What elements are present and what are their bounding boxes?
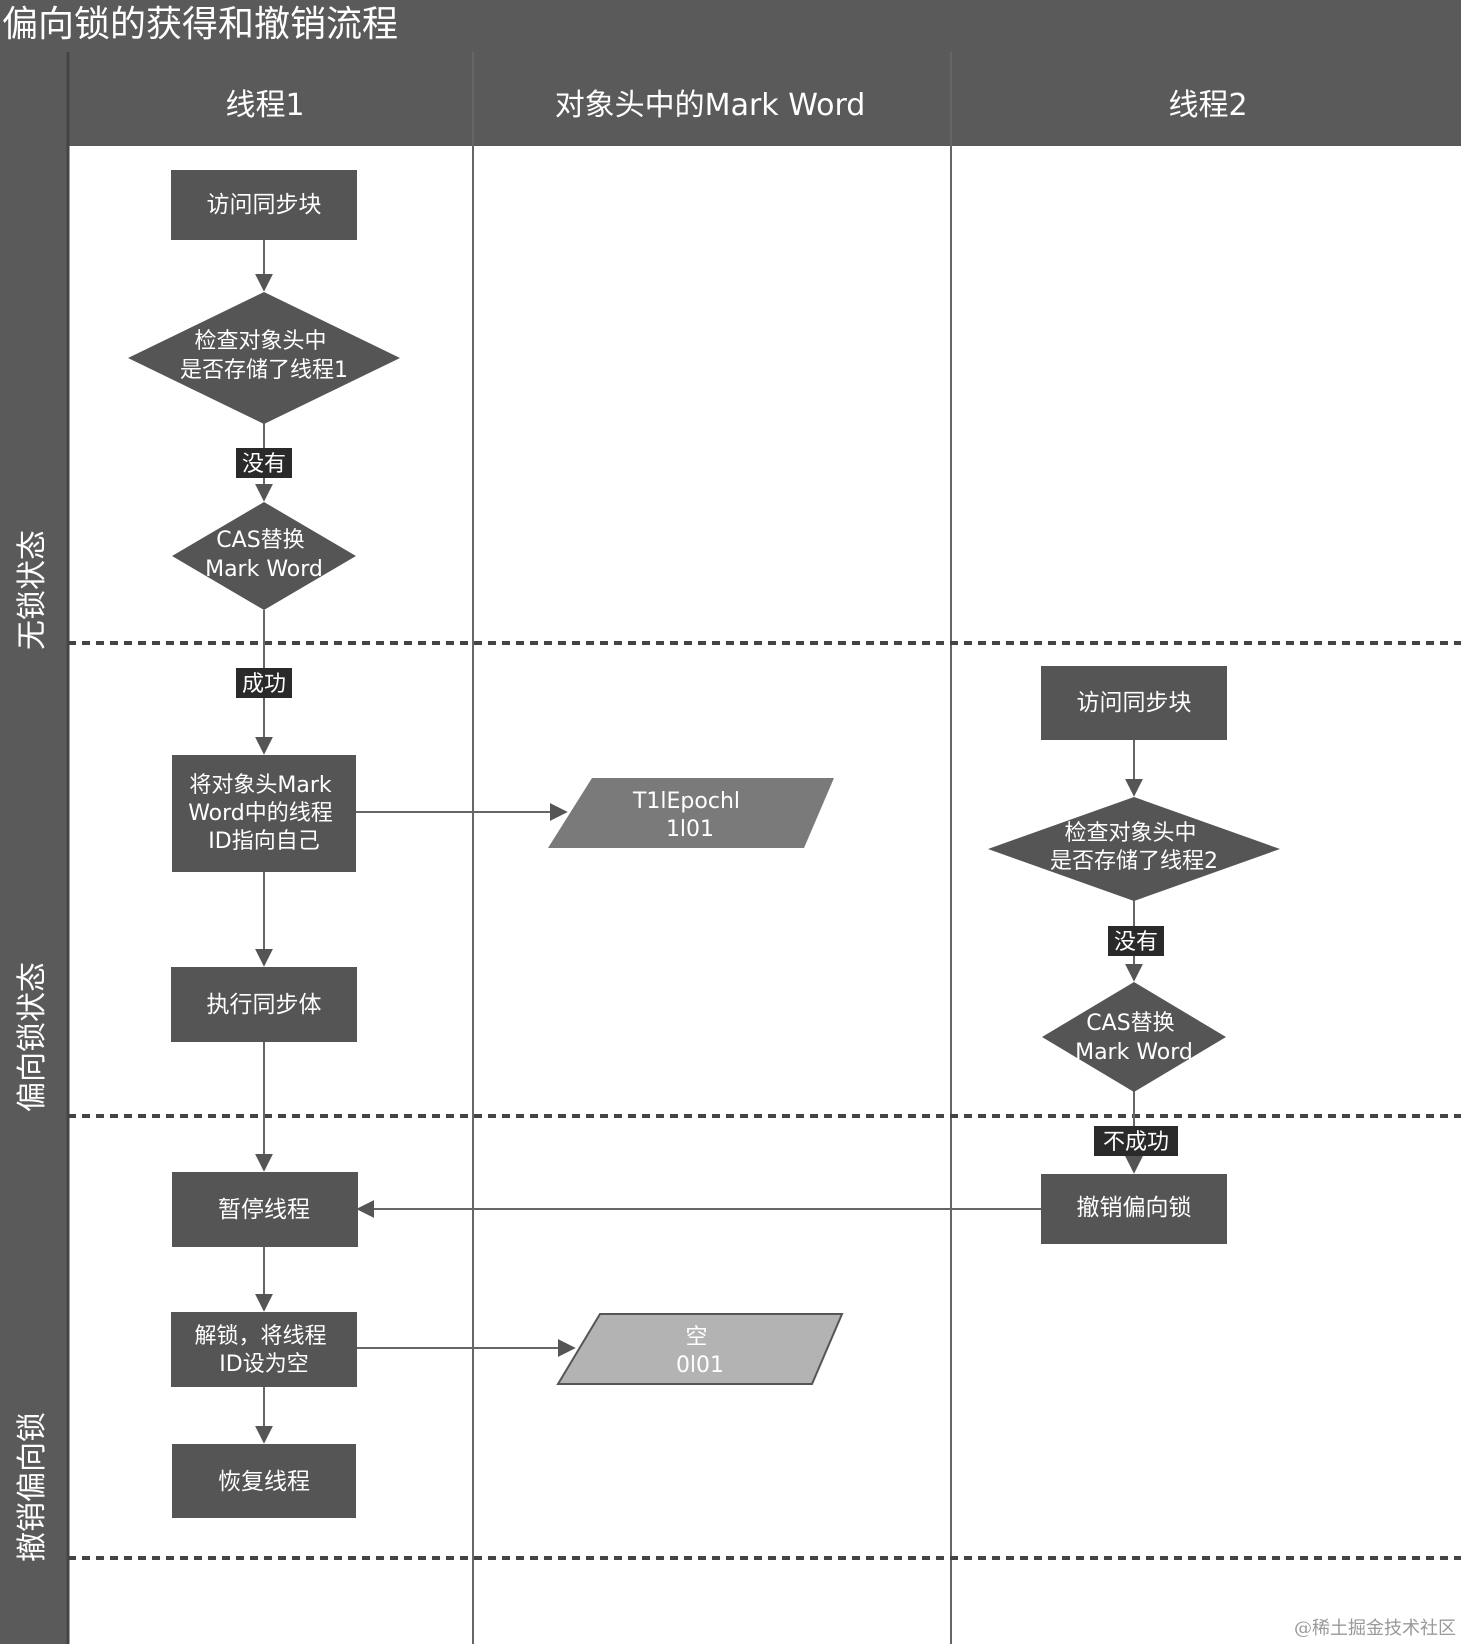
- stage-label-biased: 偏向锁状态: [15, 962, 50, 1112]
- data-markword-biased: T1lEpochl 1l01: [548, 778, 834, 848]
- node-label: 恢复线程: [218, 1469, 310, 1495]
- svg-text:解锁，将线程 ID设为空: 解锁，将线程 ID设为空: [194, 1324, 333, 1377]
- node-label: CAS替换: [216, 528, 304, 553]
- edge-label-no-thread1: 没有: [236, 448, 292, 478]
- node-exec-sync: 执行同步体: [171, 967, 357, 1042]
- node-label: 是否存储了线程1: [180, 358, 348, 383]
- title-bar: [0, 0, 1461, 52]
- lane-header-thread1: 线程1: [225, 88, 304, 123]
- node-label: Mark Word: [1075, 1040, 1193, 1065]
- node-check-thread1: 检查对象头中 是否存储了线程1: [128, 292, 400, 424]
- node-unlock: 解锁，将线程 ID设为空: [171, 1312, 357, 1387]
- node-label: 暂停线程: [218, 1197, 310, 1223]
- lane-header-markword: 对象头中的Mark Word: [555, 88, 866, 123]
- node-cas-thread2: CAS替换 Mark Word: [1042, 982, 1226, 1092]
- edge-label-no-thread2: 没有: [1108, 926, 1164, 956]
- edge-label: 不成功: [1103, 1130, 1169, 1155]
- connectors: [255, 240, 1143, 1444]
- node-label: CAS替换: [1086, 1011, 1174, 1036]
- node-label: 执行同步体: [207, 992, 322, 1018]
- node-set-markword: 将对象头Mark Word中的线程 ID指向自己: [172, 755, 356, 872]
- node-check-thread2: 检查对象头中 是否存储了线程2: [988, 797, 1280, 901]
- node-resume-thread: 恢复线程: [172, 1444, 356, 1518]
- node-cas-thread1: CAS替换 Mark Word: [172, 502, 356, 610]
- node-label: Mark Word: [205, 557, 323, 582]
- svg-text:CAS替换 Mark Word: CAS替换 Mark Word: [1075, 1011, 1193, 1065]
- stage-label-revoke: 撤销偏向锁: [15, 1412, 50, 1562]
- stage-sidebar: [0, 52, 68, 1644]
- data-markword-empty: 空 0l01: [556, 1313, 844, 1385]
- node-access-sync-thread1: 访问同步块: [171, 170, 357, 240]
- page-title: 偏向锁的获得和撤销流程: [2, 4, 398, 45]
- node-label: 检查对象头中: [194, 329, 326, 354]
- svg-text:检查对象头中 是否存储了线程1: 检查对象头中 是否存储了线程1: [180, 329, 348, 383]
- data-label: 0l01: [676, 1353, 724, 1378]
- edge-label: 成功: [242, 672, 286, 697]
- stage-label-unlocked: 无锁状态: [15, 530, 50, 650]
- svg-text:检查对象头中 是否存储了线程2: 检查对象头中 是否存储了线程2: [1050, 821, 1218, 874]
- svg-text:空 0l01: 空 0l01: [676, 1325, 724, 1378]
- node-label: 将对象头Mark: [189, 773, 332, 798]
- svg-text:T1lEpochl 1l01: T1lEpochl 1l01: [632, 789, 747, 842]
- node-label: 检查对象头中: [1064, 821, 1196, 846]
- node-label: ID指向自己: [208, 829, 319, 854]
- node-label: Word中的线程: [188, 801, 333, 826]
- data-label: 1l01: [666, 817, 714, 842]
- lane-header-bar: [68, 52, 1461, 146]
- watermark: @稀土掘金技术社区: [1294, 1618, 1456, 1639]
- data-label: 空: [685, 1325, 707, 1350]
- edge-label-fail-thread2: 不成功: [1094, 1126, 1178, 1156]
- node-pause-thread: 暂停线程: [172, 1172, 358, 1247]
- node-label: 撤销偏向锁: [1077, 1195, 1192, 1221]
- lane-header-thread2: 线程2: [1168, 88, 1247, 123]
- node-access-sync-thread2: 访问同步块: [1041, 666, 1227, 740]
- edge-label-success-thread1: 成功: [236, 668, 292, 698]
- data-label: T1lEpochl: [632, 789, 740, 814]
- edge-label: 没有: [1114, 930, 1158, 955]
- edge-label: 没有: [242, 452, 286, 477]
- svg-text:将对象头Mark Word中的线程: 将对象头Mark Word中的线程 ID指向自己: [188, 773, 340, 854]
- node-label: 访问同步块: [1077, 690, 1192, 716]
- node-revoke-biased-lock: 撤销偏向锁: [1041, 1174, 1227, 1244]
- node-label: 是否存储了线程2: [1050, 849, 1218, 874]
- svg-text:CAS替换 Mark Word: CAS替换 Mark Word: [205, 528, 323, 582]
- node-label: 解锁，将线程: [194, 1324, 326, 1349]
- node-label: ID设为空: [219, 1352, 308, 1377]
- node-label: 访问同步块: [207, 192, 322, 218]
